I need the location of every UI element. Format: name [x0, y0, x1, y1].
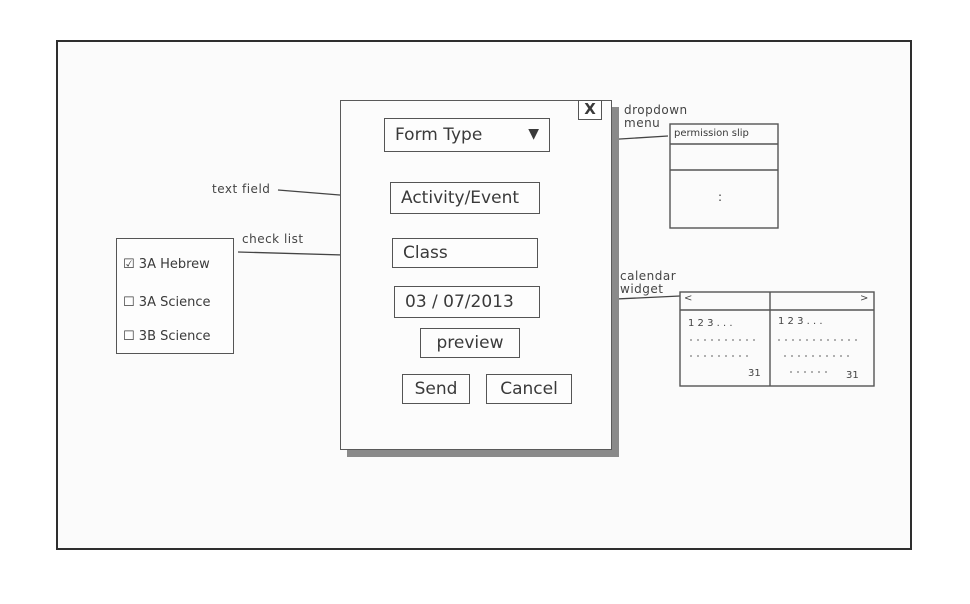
calendar-prev-icon[interactable]: <: [684, 293, 693, 304]
calendar-next-icon[interactable]: >: [860, 293, 869, 304]
unchecked-checkbox-icon[interactable]: ☐: [123, 329, 135, 344]
cancel-button-label: Cancel: [500, 379, 558, 399]
checklist-item[interactable]: ☐ 3A Science: [123, 295, 211, 310]
checklist-item[interactable]: ☑ 3A Hebrew: [123, 257, 210, 272]
send-button-label: Send: [414, 379, 458, 399]
preview-button-label: preview: [436, 333, 504, 353]
annotation-check-list: check list: [242, 232, 304, 246]
class-input[interactable]: Class: [392, 238, 538, 268]
annotation-text-field: text field: [212, 182, 271, 196]
cancel-button[interactable]: Cancel: [486, 374, 572, 404]
checklist-item-label: 3A Science: [138, 295, 211, 310]
calendar-right-first-row: 1 2 3 . . .: [778, 316, 823, 327]
checklist-item-label: 3A Hebrew: [138, 257, 210, 272]
checklist-item-label: 3B Science: [138, 329, 211, 344]
dropdown-option-permission-slip[interactable]: permission slip: [674, 128, 749, 139]
activity-event-input[interactable]: Activity/Event: [390, 182, 540, 214]
date-input[interactable]: 03 / 07/2013: [394, 286, 540, 318]
dropdown-more-options: :: [718, 190, 723, 204]
checklist-panel: ☑ 3A Hebrew ☐ 3A Science ☐ 3B Science: [116, 238, 234, 354]
chevron-down-icon[interactable]: ▼: [528, 126, 539, 142]
calendar-left-first-row: 1 2 3 . . .: [688, 318, 733, 329]
activity-event-value: Activity/Event: [401, 188, 520, 208]
annotation-dropdown-menu: dropdown menu: [624, 103, 688, 130]
send-button[interactable]: Send: [402, 374, 470, 404]
preview-button[interactable]: preview: [420, 328, 520, 358]
unchecked-checkbox-icon[interactable]: ☐: [123, 295, 135, 310]
calendar-left-last-day: 31: [748, 368, 761, 379]
checked-checkbox-icon[interactable]: ☑: [123, 257, 135, 272]
checklist-item[interactable]: ☐ 3B Science: [123, 329, 211, 344]
form-type-value: Form Type: [395, 125, 483, 145]
annotation-calendar-widget: calendar widget: [620, 269, 677, 296]
close-button[interactable]: X: [578, 100, 602, 120]
form-type-dropdown[interactable]: Form Type ▼: [384, 118, 550, 152]
class-value: Class: [403, 243, 448, 263]
calendar-right-last-day: 31: [846, 370, 859, 381]
date-value: 03 / 07/2013: [405, 292, 514, 312]
